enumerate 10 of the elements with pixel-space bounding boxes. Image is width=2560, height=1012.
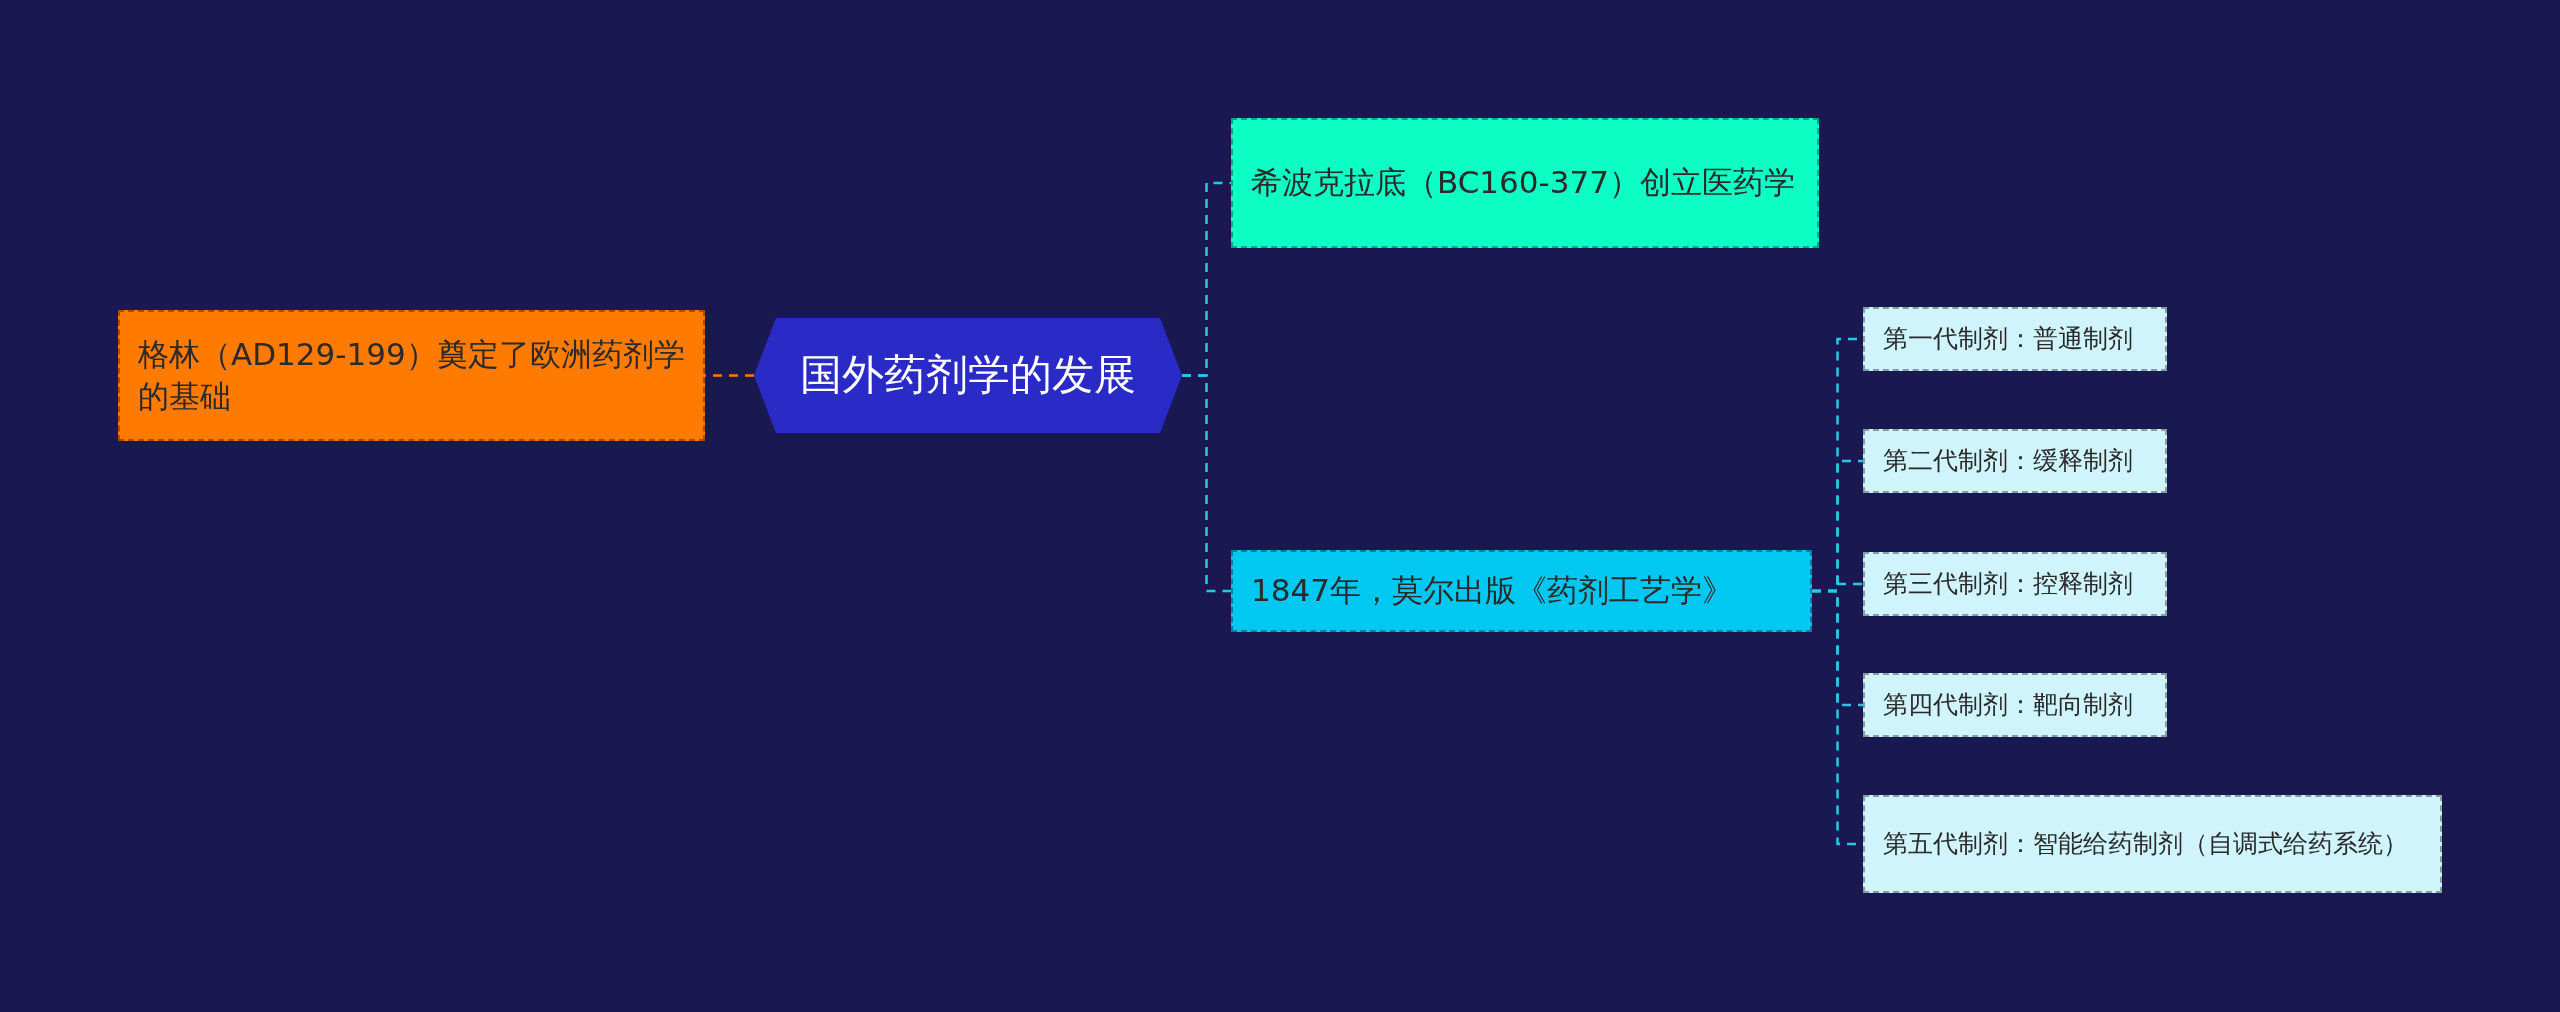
topic-box: 第四代制剂：靶向制剂	[1863, 673, 2167, 737]
topic-hexagon: 国外药剂学的发展	[754, 318, 1182, 433]
topic-box: 第一代制剂：普通制剂	[1863, 307, 2167, 371]
topic-box: 第五代制剂：智能给药制剂（自调式给药系统）	[1863, 795, 2442, 893]
topic-box: 格林（AD129-199）奠定了欧洲药剂学的基础	[118, 310, 705, 441]
connector	[1182, 374, 1231, 593]
topic-box: 希波克拉底（BC160-377）创立医药学	[1231, 118, 1819, 248]
topic-box: 第三代制剂：控释制剂	[1863, 552, 2167, 616]
topic-box: 1847年，莫尔出版《药剂工艺学》	[1231, 550, 1812, 632]
topic-box: 第二代制剂：缓释制剂	[1863, 429, 2167, 493]
